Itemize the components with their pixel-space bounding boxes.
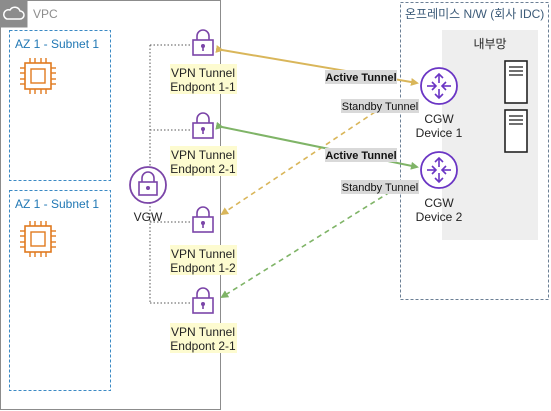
server-icon <box>504 109 528 153</box>
active-tunnel-2-label: Active Tunnel <box>325 150 396 162</box>
subnet-box-1 <box>9 30 111 181</box>
cgw-2-line1: CGW <box>424 196 454 210</box>
tunnel-label-bg <box>325 148 397 162</box>
endpoint-label-bg <box>170 245 237 275</box>
active-tunnel-1-label: Active Tunnel <box>325 72 396 84</box>
cgw-1-line2: Device 1 <box>416 126 463 140</box>
subnet-box-2 <box>9 190 111 391</box>
router-icon <box>420 67 458 105</box>
endpoint-1-line1: VPN Tunnel <box>171 66 235 80</box>
standby-tunnel-1-label: Standby Tunnel <box>342 101 418 113</box>
endpoint-2-line1: VPN Tunnel <box>171 148 235 162</box>
endpoint-3-line1: VPN Tunnel <box>171 247 235 261</box>
internal-network-label: 내부망 <box>473 37 506 51</box>
subnet-label-1: AZ 1 - Subnet 1 <box>15 37 99 51</box>
tunnel-label-bg <box>341 180 419 194</box>
endpoint-4-line2: Endpont 2-1 <box>170 339 236 353</box>
endpoint-2-line2: Endpont 2-1 <box>170 162 236 176</box>
endpoint-3-line2: Endpont 1-2 <box>170 261 236 275</box>
subnet-label-2: AZ 1 - Subnet 1 <box>15 197 99 211</box>
cgw-1-line1: CGW <box>424 112 454 126</box>
vgw-connectors <box>149 44 190 304</box>
endpoint-label-bg <box>170 323 237 353</box>
vpc-title: VPC <box>33 7 58 21</box>
endpoint-4-line1: VPN Tunnel <box>171 325 235 339</box>
standby-tunnel-2-label: Standby Tunnel <box>342 182 418 194</box>
tunnel-label-bg <box>341 99 419 113</box>
onprem-title: 온프레미스 N/W (회사 IDC) <box>405 7 544 21</box>
vgw-label: VGW <box>134 210 163 224</box>
tunnel-label-bg <box>325 70 397 84</box>
server-icon <box>504 60 528 104</box>
cloud-icon <box>0 0 28 28</box>
endpoint-1-line2: Endpont 1-1 <box>170 80 236 94</box>
standby-tunnel-2-line <box>220 191 391 299</box>
router-icon <box>420 151 458 189</box>
cgw-2-line2: Device 2 <box>416 210 463 224</box>
vpn-gateway-icon <box>129 166 167 204</box>
